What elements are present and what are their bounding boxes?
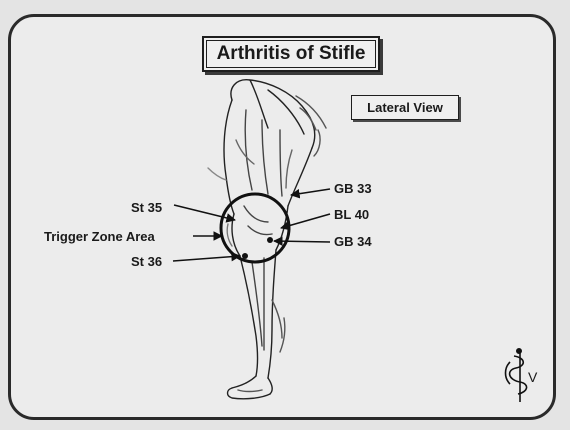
gb33-arrow bbox=[291, 189, 330, 195]
label-st35: St 35 bbox=[131, 200, 162, 215]
view-label: Lateral View bbox=[367, 100, 443, 115]
logo-letter: V bbox=[528, 370, 537, 385]
label-gb34: GB 34 bbox=[334, 234, 372, 249]
label-trigger-zone: Trigger Zone Area bbox=[44, 229, 155, 244]
label-st36: St 36 bbox=[131, 254, 162, 269]
st36-arrow bbox=[173, 256, 240, 261]
stifle-circle bbox=[221, 194, 289, 262]
label-bl40: BL 40 bbox=[334, 207, 369, 222]
title-inner: Arthritis of Stifle bbox=[206, 40, 376, 68]
caduceus-icon bbox=[506, 349, 527, 402]
st36-point bbox=[242, 253, 248, 259]
page-title: Arthritis of Stifle bbox=[217, 43, 366, 65]
label-gb33: GB 33 bbox=[334, 181, 372, 196]
title-box: Arthritis of Stifle bbox=[202, 36, 380, 72]
gb34-point bbox=[267, 237, 273, 243]
gb34-arrow bbox=[274, 241, 330, 242]
view-box: Lateral View bbox=[351, 95, 459, 120]
